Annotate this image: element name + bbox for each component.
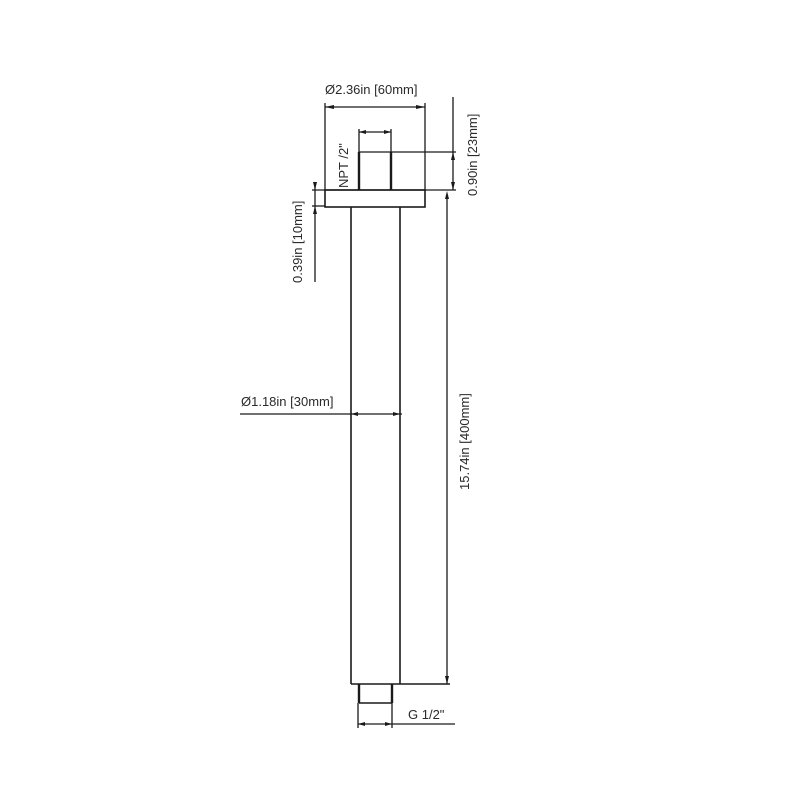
- arrowhead: [359, 130, 366, 134]
- flange-thickness-label: 0.39in [10mm]: [290, 201, 305, 283]
- arrowhead: [451, 152, 455, 160]
- arrowhead: [393, 412, 400, 416]
- arrowhead: [445, 676, 449, 684]
- outlet-thread-label: G 1/2": [408, 707, 445, 722]
- arrowhead: [358, 722, 365, 726]
- arrowhead: [313, 206, 317, 214]
- flange-diameter-label: Ø2.36in [60mm]: [325, 82, 418, 97]
- inlet-thread-label: NPT /2": [336, 143, 351, 188]
- arrowhead: [325, 105, 334, 109]
- arrowhead: [313, 182, 317, 190]
- inlet-height-label: 0.90in [23mm]: [465, 114, 480, 196]
- arrowhead: [445, 191, 449, 199]
- arrowhead: [451, 182, 455, 190]
- tube-diameter-label: Ø1.18in [30mm]: [241, 394, 334, 409]
- arrowhead: [385, 722, 392, 726]
- arrowhead: [351, 412, 358, 416]
- flange: [324, 189, 426, 208]
- arrowhead: [416, 105, 425, 109]
- tube-length-label: 15.74in [400mm]: [457, 393, 472, 490]
- arrowhead: [384, 130, 391, 134]
